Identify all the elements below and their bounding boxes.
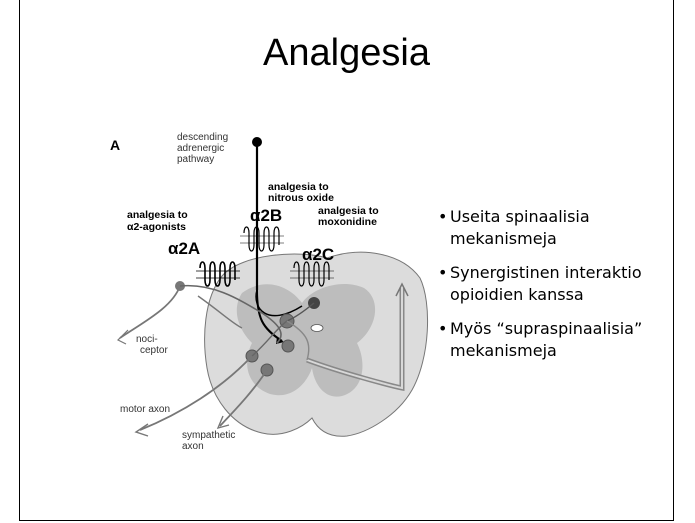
moxonidine-label-2: moxonidine [318, 216, 377, 228]
svg-text:analgesia to moxonidine: analgesia to moxonidine [318, 205, 382, 228]
motor-axon-label: motor axon [120, 404, 170, 415]
descending-label-3: pathway [177, 154, 214, 165]
svg-text:analgesia to α2-agonists: analgesia to α2-agonists [127, 209, 191, 233]
nociceptor-label-1: noci- [136, 334, 158, 345]
bullet-list: Useita spinaalisia mekanismeja Synergist… [438, 206, 683, 374]
alpha2b-receptor-icon [240, 227, 284, 251]
slide: Analgesia [19, 0, 674, 521]
svg-text:descending adrenergic: descending adrenergic pathway [177, 132, 231, 165]
svg-text:sympathetic axon: sympathetic axon [182, 430, 238, 452]
descending-label-2: adrenergic [177, 143, 224, 154]
receptor-2b-label: α2B [250, 206, 282, 225]
central-canal [311, 325, 323, 332]
descending-label-1: descending [177, 132, 228, 143]
receptor-2c-label: α2C [302, 245, 334, 264]
nitrous-label-2: nitrous oxide [268, 192, 334, 204]
svg-text:noci- ceptor: noci- ceptor [136, 334, 168, 356]
nociceptor-label-2: ceptor [140, 345, 168, 356]
panel-label: A [110, 137, 120, 153]
spinal-neuron-4 [282, 340, 294, 352]
sympathetic-label-2: axon [182, 441, 204, 452]
agonists-label-1: analgesia to [127, 209, 188, 221]
agonists-label-2: α2-agonists [127, 221, 186, 233]
sympathetic-label-1: sympathetic [182, 430, 235, 441]
spinal-cord-diagram: A descending adrenergic pathway analgesi… [102, 128, 432, 468]
svg-text:analgesia to nitrous oxi: analgesia to nitrous oxide [268, 181, 334, 204]
slide-title: Analgesia [20, 32, 673, 75]
receptor-2a-label: α2A [168, 239, 200, 258]
bullet-item: Synergistinen interaktio opioidien kanss… [438, 262, 683, 306]
bullet-item: Myös “supraspinaalisia” mekanismeja [438, 318, 683, 362]
bullet-item: Useita spinaalisia mekanismeja [438, 206, 683, 250]
